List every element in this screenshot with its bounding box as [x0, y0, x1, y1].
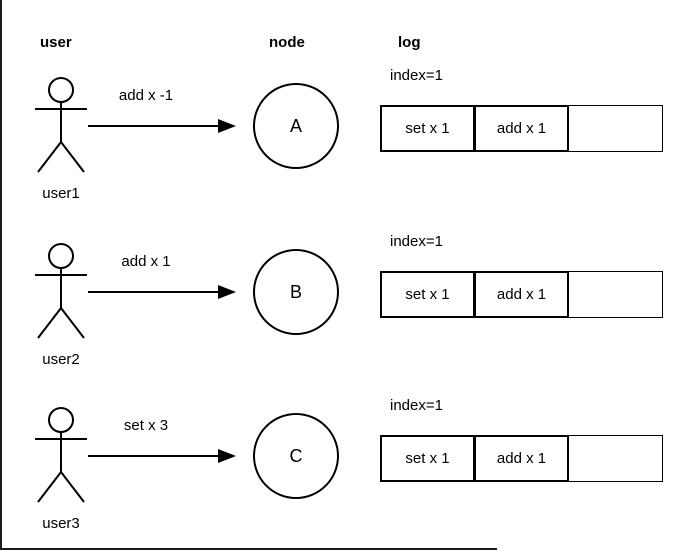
log-index-label: index=1	[390, 233, 443, 250]
diagram-row-user3: user3 set x 3 C index=1 set x 1 add x 1	[0, 397, 691, 554]
actor-icon	[35, 243, 87, 339]
log-row: set x 1 add x 1	[380, 271, 663, 318]
log-cell: set x 1	[380, 435, 475, 482]
message-label: set x 3	[123, 417, 169, 434]
node-label: C	[289, 445, 303, 466]
log-cell-empty	[568, 105, 663, 152]
message-label: add x 1	[121, 253, 171, 270]
arrow-icon	[88, 449, 236, 463]
frame-left-edge	[0, 0, 2, 550]
log-row: set x 1 add x 1	[380, 435, 663, 482]
column-header-node: node	[269, 34, 305, 51]
message-label: add x -1	[118, 87, 174, 104]
node-circle: A	[253, 83, 339, 169]
column-header-log: log	[398, 34, 421, 51]
log-row: set x 1 add x 1	[380, 105, 663, 152]
diagram-row-user2: user2 add x 1 B index=1 set x 1 add x 1	[0, 233, 691, 404]
node-circle: C	[253, 413, 339, 499]
log-cell: add x 1	[474, 435, 569, 482]
diagram-row-user1: user1 add x -1 A index=1 set x 1 add x 1	[0, 67, 691, 238]
node-circle: B	[253, 249, 339, 335]
log-cell: add x 1	[474, 271, 569, 318]
actor-label: user2	[42, 351, 80, 368]
column-header-user: user	[40, 34, 72, 51]
actor-icon	[35, 77, 87, 173]
log-cell: set x 1	[380, 105, 475, 152]
actor-icon	[35, 407, 87, 503]
frame-bottom-edge	[0, 548, 497, 550]
actor-label: user1	[42, 185, 80, 202]
log-cell-empty	[568, 271, 663, 318]
arrow-icon	[88, 119, 236, 133]
node-label: B	[289, 281, 302, 302]
arrow-icon	[88, 285, 236, 299]
log-cell: set x 1	[380, 271, 475, 318]
log-cell-empty	[568, 435, 663, 482]
node-label: A	[289, 115, 302, 136]
log-cell: add x 1	[474, 105, 569, 152]
actor-label: user3	[42, 515, 80, 532]
log-index-label: index=1	[390, 397, 443, 414]
log-index-label: index=1	[390, 67, 443, 84]
